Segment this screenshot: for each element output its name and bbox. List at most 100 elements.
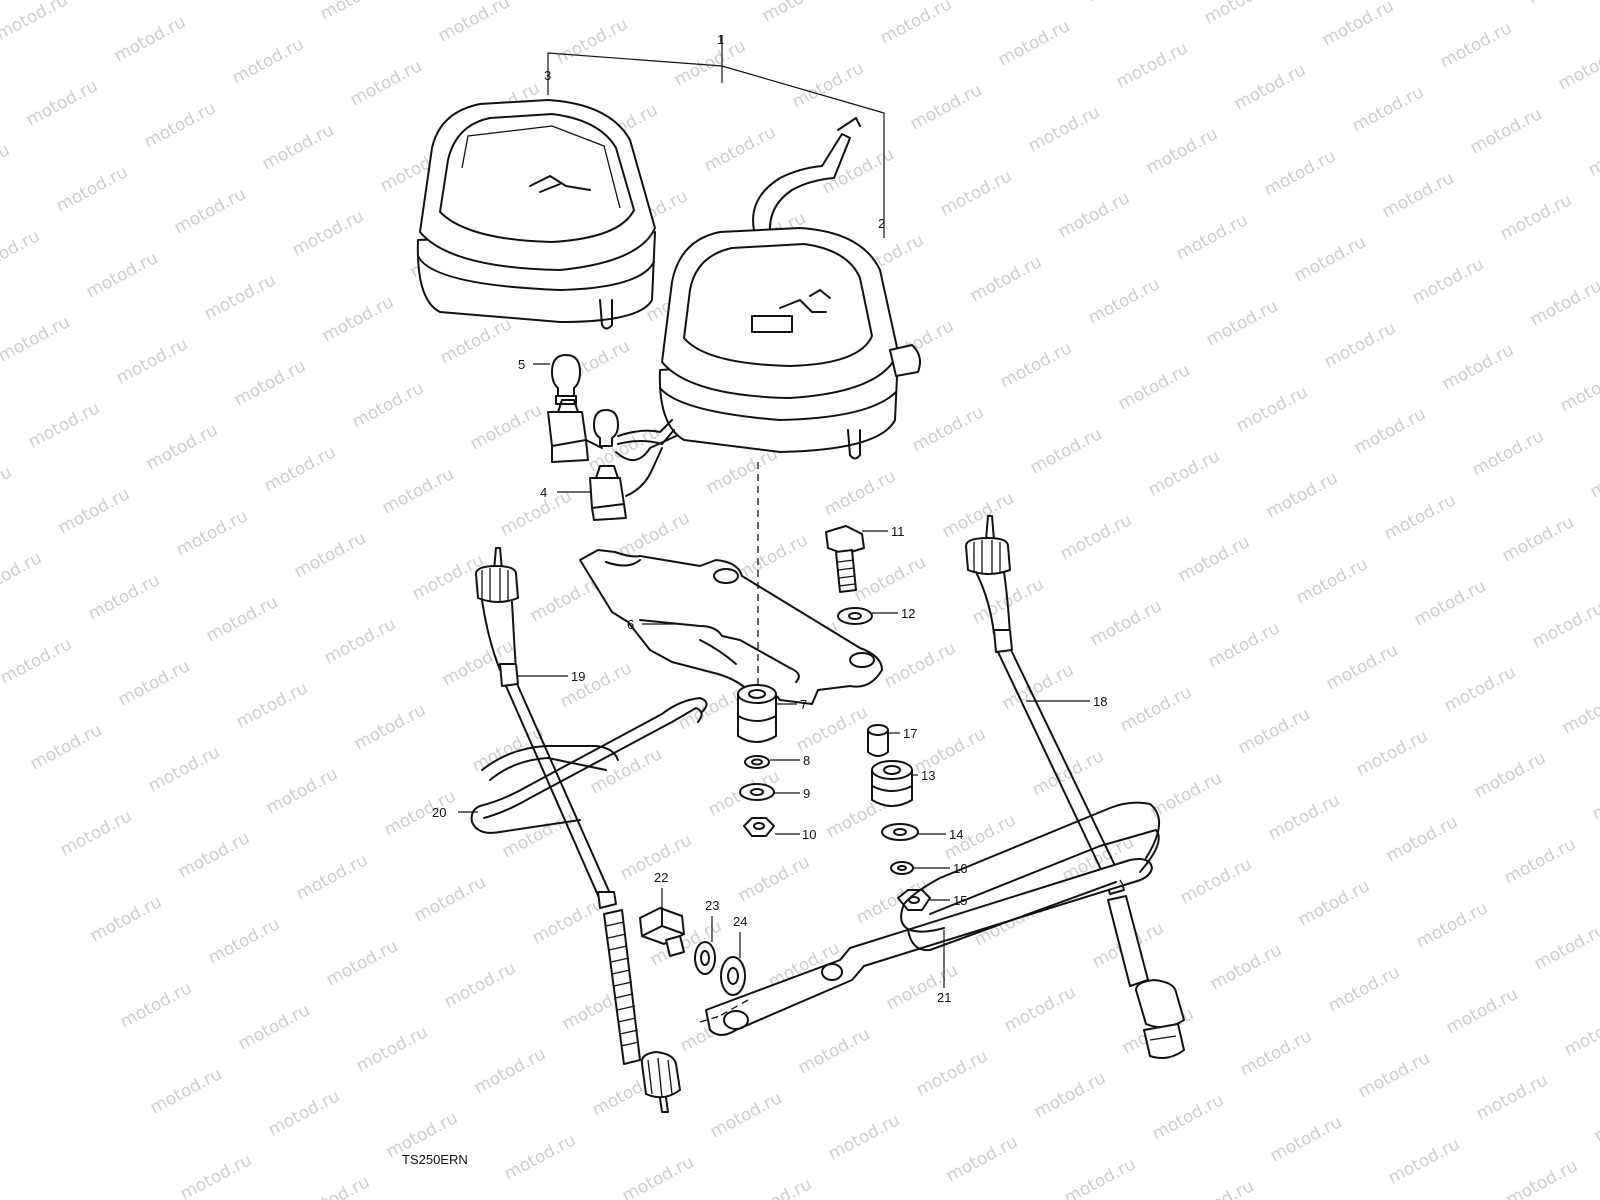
watermark-text: motod.ru bbox=[937, 166, 1015, 220]
watermark-text: motod.ru bbox=[231, 356, 309, 410]
watermark-text: motod.ru bbox=[117, 978, 195, 1032]
watermark-text: motod.ru bbox=[85, 570, 163, 624]
watermark-text: motod.ru bbox=[1353, 726, 1431, 780]
callout-17: 17 bbox=[903, 726, 917, 741]
watermark-text: motod.ru bbox=[471, 1044, 549, 1098]
callout-18: 18 bbox=[1093, 694, 1107, 709]
cable-guide-20 bbox=[470, 697, 708, 834]
watermark-text: motod.ru bbox=[1473, 1070, 1551, 1124]
watermark-text: motod.ru bbox=[201, 270, 279, 324]
watermark-text: motod.ru bbox=[1233, 382, 1311, 436]
watermark-text: motod.ru bbox=[435, 0, 513, 46]
watermark-text: motod.ru bbox=[83, 248, 161, 302]
watermark-text: motod.ru bbox=[1589, 770, 1600, 824]
watermark-text: motod.ru bbox=[529, 894, 607, 948]
callout-labels: 1 2 3 4 5 6 7 8 9 10 11 12 13 14 15 16 1… bbox=[432, 32, 1107, 1005]
watermark-text: motod.ru bbox=[87, 892, 165, 946]
watermark-text: motod.ru bbox=[1321, 318, 1399, 372]
watermark-text: motod.ru bbox=[411, 872, 489, 926]
watermark-text: motod.ru bbox=[351, 700, 429, 754]
watermark-text: motod.ru bbox=[145, 742, 223, 796]
watermark-text: motod.ru bbox=[175, 828, 253, 882]
watermark-text: motod.ru bbox=[1173, 210, 1251, 264]
watermark-text: motod.ru bbox=[913, 1046, 991, 1100]
watermark-text: motod.ru bbox=[1293, 554, 1371, 608]
watermark-text: motod.ru bbox=[0, 548, 45, 602]
watermark-text: motod.ru bbox=[173, 506, 251, 560]
callout-19: 19 bbox=[571, 669, 585, 684]
watermark-text: motod.ru bbox=[1587, 448, 1600, 502]
watermark-text: motod.ru bbox=[703, 444, 781, 498]
callout-10: 10 bbox=[802, 827, 816, 842]
watermark-text: motod.ru bbox=[877, 0, 955, 48]
watermark-text: motod.ru bbox=[883, 960, 961, 1014]
watermark-text: motod.ru bbox=[27, 720, 105, 774]
watermark-text: motod.ru bbox=[943, 1132, 1021, 1186]
watermark-text: motod.ru bbox=[1201, 0, 1279, 28]
watermark-text: motod.ru bbox=[501, 1130, 579, 1184]
watermark-text: motod.ru bbox=[381, 786, 459, 840]
watermark-text: motod.ru bbox=[0, 634, 75, 688]
watermark-text: motod.ru bbox=[441, 958, 519, 1012]
callout-15: 15 bbox=[953, 893, 967, 908]
watermark-text: motod.ru bbox=[379, 464, 457, 518]
watermark-text: motod.ru bbox=[0, 462, 15, 516]
watermark-text: motod.ru bbox=[1529, 598, 1600, 652]
watermark-text: motod.ru bbox=[141, 98, 219, 152]
callout-7: 7 bbox=[800, 697, 807, 712]
watermark-text: motod.ru bbox=[1029, 746, 1107, 800]
model-code: TS250ERN bbox=[402, 1152, 468, 1167]
watermark-text: motod.ru bbox=[205, 914, 283, 968]
watermark-text: motod.ru bbox=[1325, 962, 1403, 1016]
watermark-text: motod.ru bbox=[203, 592, 281, 646]
watermark-text: motod.ru bbox=[1117, 682, 1195, 736]
watermark-text: motod.ru bbox=[1143, 124, 1221, 178]
watermark-text: motod.ru bbox=[1147, 768, 1225, 822]
watermark-text: motod.ru bbox=[0, 140, 13, 194]
callout-2: 2 bbox=[878, 216, 885, 231]
watermark-text: motod.ru bbox=[701, 122, 779, 176]
watermark-text: motod.ru bbox=[1385, 1134, 1463, 1188]
watermark-text: motod.ru bbox=[0, 226, 43, 280]
watermark-text: motod.ru bbox=[1443, 984, 1521, 1038]
watermark-text: motod.ru bbox=[1235, 704, 1313, 758]
watermark-text: motod.ru bbox=[291, 528, 369, 582]
callout-6: 6 bbox=[627, 617, 634, 632]
watermark-text: motod.ru bbox=[1087, 596, 1165, 650]
watermark-text: motod.ru bbox=[57, 806, 135, 860]
watermark-text: motod.ru bbox=[53, 162, 131, 216]
watermark-text: motod.ru bbox=[1469, 426, 1547, 480]
watermark-text: motod.ru bbox=[1559, 684, 1600, 738]
watermark-text: motod.ru bbox=[1027, 424, 1105, 478]
watermark-text: motod.ru bbox=[1555, 40, 1600, 94]
watermark-text: motod.ru bbox=[1295, 876, 1373, 930]
watermark-text: motod.ru bbox=[907, 80, 985, 134]
watermark-text: motod.ru bbox=[1411, 576, 1489, 630]
callout-13: 13 bbox=[921, 768, 935, 783]
watermark-text: motod.ru bbox=[1409, 254, 1487, 308]
callout-9: 9 bbox=[803, 786, 810, 801]
watermark-text: motod.ru bbox=[1179, 1176, 1257, 1200]
watermark-text: motod.ru bbox=[1145, 446, 1223, 500]
watermark-text: motod.ru bbox=[1439, 340, 1517, 394]
damper-washer-nut-stack bbox=[737, 684, 777, 837]
callout-23: 23 bbox=[705, 898, 719, 913]
watermark-text: motod.ru bbox=[1061, 1154, 1139, 1200]
callout-21: 21 bbox=[937, 990, 951, 1005]
watermark-text: motod.ru bbox=[147, 1064, 225, 1118]
collar-cushion-stack bbox=[867, 724, 931, 911]
watermark-text: motod.ru bbox=[795, 1024, 873, 1078]
watermark-text: motod.ru bbox=[1413, 898, 1491, 952]
watermark-text: motod.ru bbox=[1057, 510, 1135, 564]
watermark-text: motod.ru bbox=[1499, 512, 1577, 566]
watermark-text: motod.ru bbox=[1231, 60, 1309, 114]
watermark-text: motod.ru bbox=[1265, 790, 1343, 844]
watermark-text: motod.ru bbox=[113, 334, 191, 388]
watermark-text: motod.ru bbox=[997, 338, 1075, 392]
callout-24: 24 bbox=[733, 914, 747, 929]
bracket-plate-part bbox=[579, 549, 883, 705]
watermark-text: motod.ru bbox=[1501, 834, 1579, 888]
watermark-text: motod.ru bbox=[1263, 468, 1341, 522]
